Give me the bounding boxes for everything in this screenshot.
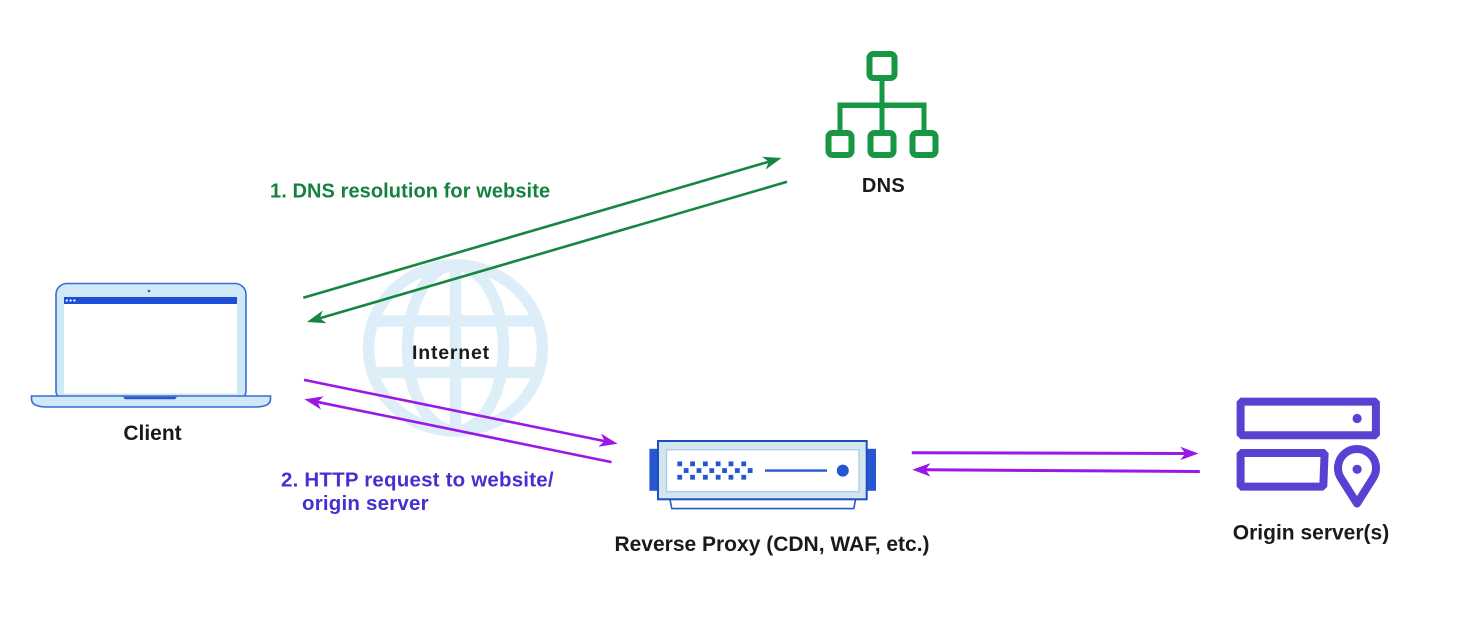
svg-text:Client: Client <box>123 422 181 445</box>
svg-text:Origin server(s): Origin server(s) <box>1233 522 1389 545</box>
svg-text:Internet: Internet <box>412 342 490 364</box>
svg-text:1. DNS resolution for website: 1. DNS resolution for website <box>270 181 550 203</box>
svg-text:DNS: DNS <box>862 175 905 197</box>
svg-text:origin server: origin server <box>302 492 429 515</box>
svg-text:2. HTTP request to website/: 2. HTTP request to website/ <box>281 469 554 492</box>
svg-text:Reverse Proxy (CDN, WAF, etc.): Reverse Proxy (CDN, WAF, etc.) <box>614 533 929 556</box>
